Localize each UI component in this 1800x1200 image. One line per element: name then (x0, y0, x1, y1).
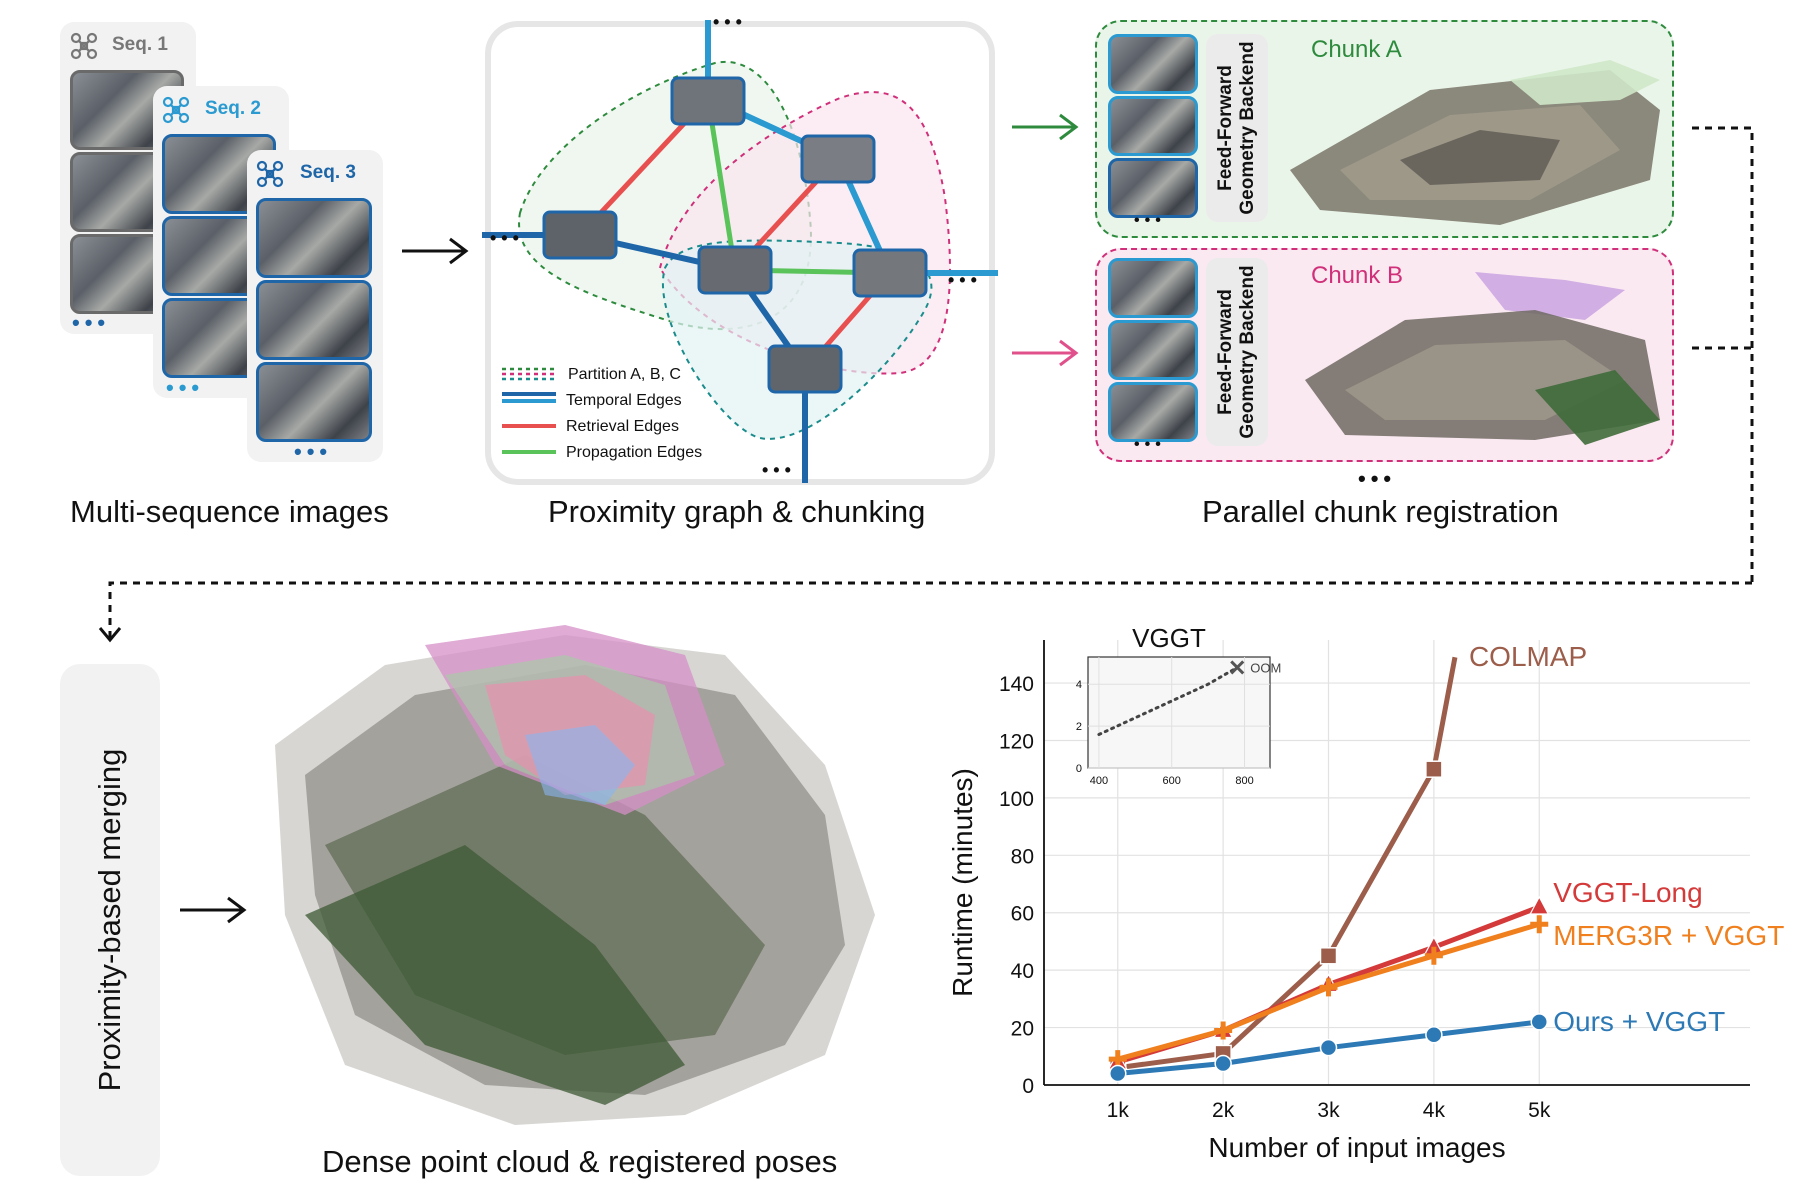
y-tick-label: 40 (1011, 960, 1034, 983)
series-label: COLMAP (1469, 641, 1587, 672)
series-label: VGGT-Long (1553, 877, 1702, 908)
data-point (1529, 895, 1550, 915)
inset-title: VGGT (1132, 623, 1206, 653)
seq-3-label: Seq. 3 (300, 162, 356, 183)
proximity-graph (482, 20, 998, 485)
x-axis-label: Number of input images (1208, 1132, 1505, 1163)
inset-x-tick-label: 400 (1090, 775, 1108, 787)
chunk-b-thumb (1108, 382, 1198, 442)
data-point (1319, 1038, 1338, 1057)
graph-ellipsis: ••• (948, 270, 982, 290)
inset-y-tick-label: 4 (1076, 679, 1082, 691)
series-label: MERG3R + VGGT (1553, 920, 1784, 951)
x-tick-label: 2k (1212, 1099, 1235, 1122)
data-point (1530, 1013, 1549, 1031)
seq-3-thumb (256, 198, 372, 278)
y-tick-label: 60 (1011, 903, 1034, 926)
arrow-right-icon (1012, 113, 1079, 141)
dense-point-cloud (275, 625, 875, 1125)
seq-1-label: Seq. 1 (112, 34, 168, 55)
data-point (1319, 978, 1338, 997)
seq-3-ellipsis: ••• (294, 439, 333, 464)
drone-icon (256, 160, 284, 188)
graph-ellipsis: ••• (713, 12, 747, 32)
caption-multi-sequence: Multi-sequence images (70, 494, 389, 529)
x-tick-label: 1k (1107, 1099, 1130, 1122)
data-point (1319, 947, 1338, 965)
seq-3-thumb (256, 362, 372, 442)
y-axis-label: Runtime (minutes) (947, 768, 978, 997)
y-tick-label: 100 (999, 788, 1034, 811)
x-tick-label: 3k (1317, 1099, 1340, 1122)
legend-propagation: Propagation Edges (566, 444, 703, 461)
y-tick-label: 20 (1011, 1018, 1034, 1041)
seq-2-ellipsis: ••• (166, 375, 205, 400)
data-point (1425, 1026, 1443, 1044)
legend-temporal: Temporal Edges (566, 392, 682, 409)
chunk-a-ellipsis: ••• (1134, 212, 1166, 229)
y-tick-label: 120 (999, 730, 1034, 753)
data-point (1424, 946, 1443, 965)
chunk-b-ellipsis: ••• (1134, 436, 1166, 453)
drone-icon (70, 32, 98, 60)
data-point (1109, 1064, 1127, 1083)
chunk-a-thumb (1108, 96, 1198, 156)
merge-card (60, 664, 160, 1176)
arrow-right-icon (1012, 339, 1079, 367)
inset-x-tick-label: 800 (1235, 775, 1253, 787)
oom-label: OOM (1250, 660, 1281, 675)
chunk-a-point-cloud (1290, 60, 1660, 225)
arrow-right-icon (180, 896, 247, 924)
caption-proximity-graph: Proximity graph & chunking (548, 494, 926, 529)
chunk-b-thumb (1108, 320, 1198, 380)
chunk-b-point-cloud (1305, 272, 1660, 445)
legend-partition: Partition A, B, C (568, 366, 681, 383)
chunk-b-thumb (1108, 258, 1198, 318)
data-point (1530, 915, 1549, 934)
data-point (1425, 760, 1443, 778)
caption-dense-cloud: Dense point cloud & registered poses (322, 1144, 838, 1179)
chunk-a-label: Chunk A (1311, 36, 1402, 63)
series-label: Ours + VGGT (1553, 1006, 1725, 1037)
seq-3-thumb (256, 280, 372, 360)
legend-retrieval: Retrieval Edges (566, 418, 679, 435)
arrow-right-icon (402, 237, 469, 265)
chunk-b-label: Chunk B (1311, 262, 1404, 289)
seq-1-ellipsis: ••• (72, 310, 111, 335)
drone-icon (162, 96, 190, 124)
x-tick-label: 4k (1423, 1099, 1446, 1122)
y-tick-label: 0 (1022, 1075, 1034, 1098)
graph-ellipsis: ••• (490, 228, 524, 248)
inset-y-tick-label: 0 (1076, 763, 1082, 775)
data-point (1214, 1021, 1233, 1040)
y-tick-label: 80 (1011, 845, 1034, 868)
x-tick-label: 5k (1528, 1099, 1551, 1122)
inset-y-tick-label: 2 (1076, 721, 1082, 733)
y-tick-label: 140 (999, 673, 1034, 696)
graph-ellipsis: ••• (762, 460, 796, 480)
data-point (1214, 1054, 1232, 1073)
caption-parallel-registration: Parallel chunk registration (1202, 494, 1559, 529)
inset-series-line (1097, 665, 1239, 736)
seq-2-label: Seq. 2 (205, 98, 261, 119)
chunk-a-thumb (1108, 158, 1198, 218)
oom-marker (1230, 660, 1245, 675)
inset-x-tick-label: 600 (1163, 775, 1181, 787)
chunk-a-thumb (1108, 34, 1198, 94)
merge-label: Proximity-based merging (92, 748, 127, 1092)
chunk-ellipsis: ••• (1358, 466, 1397, 491)
